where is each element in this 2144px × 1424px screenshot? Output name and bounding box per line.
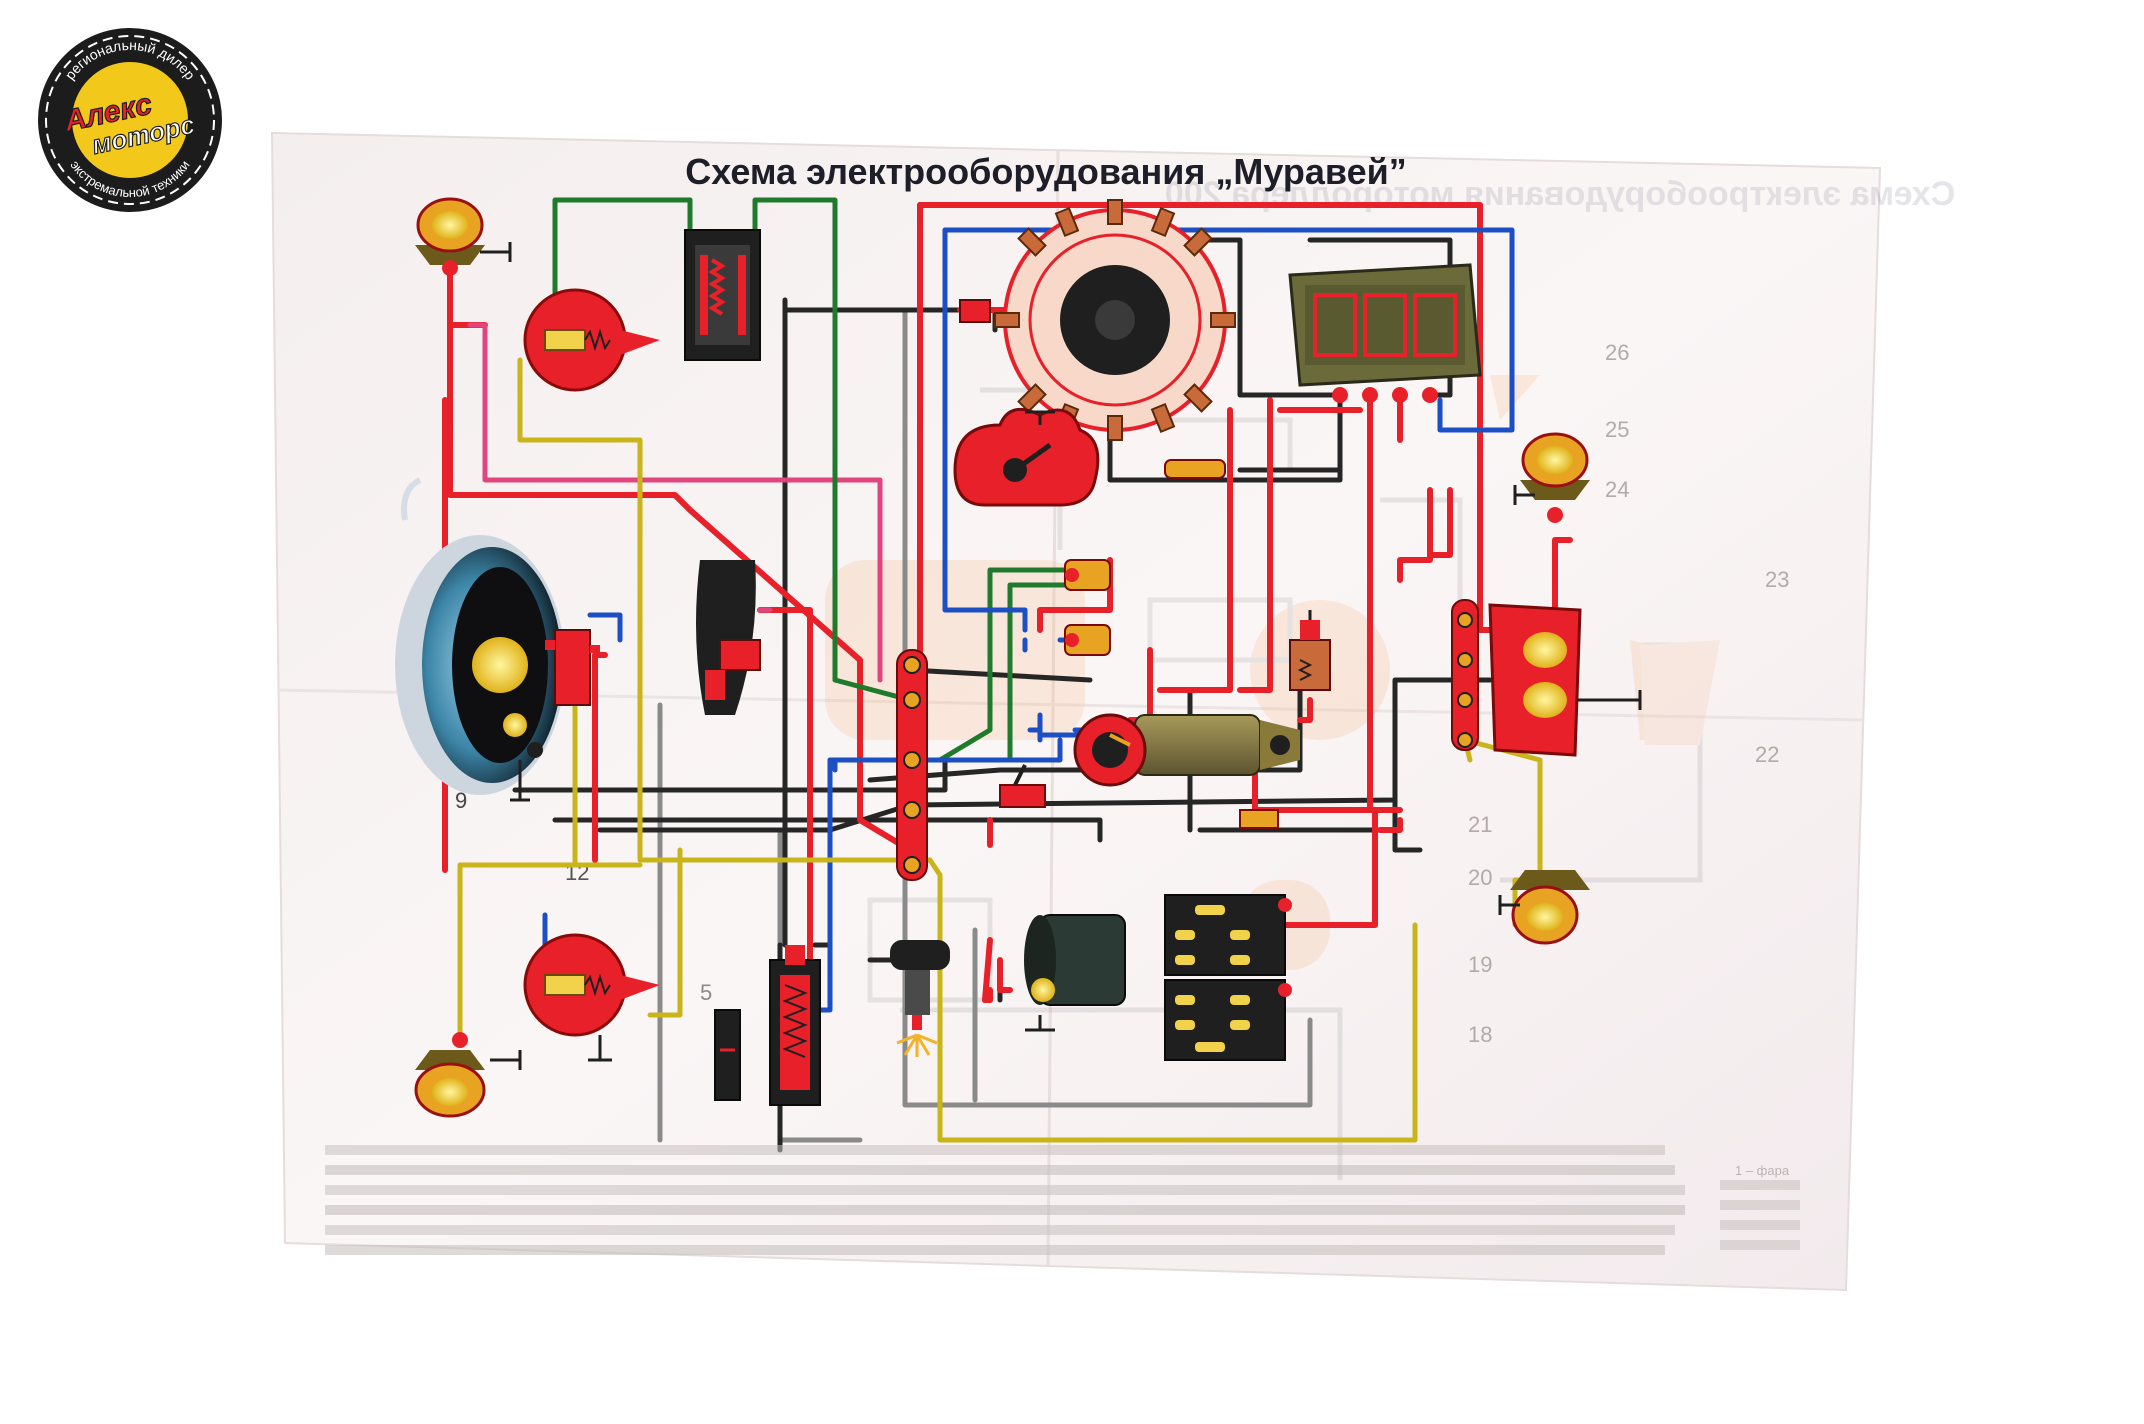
spark-plug-icon	[890, 940, 950, 1057]
callout-18: 18	[1468, 1022, 1492, 1047]
ignition-switch	[1073, 713, 1300, 787]
brake-switch	[1289, 610, 1331, 691]
callout-20: 20	[1468, 865, 1492, 890]
headlight	[395, 477, 600, 802]
horn-bottom	[523, 933, 660, 1062]
callout-22: 22	[1755, 742, 1779, 767]
turn-signal-top-right	[1513, 432, 1590, 523]
terminal-strip-center	[896, 649, 928, 881]
callout-23: 23	[1765, 567, 1789, 592]
fuse-center	[1164, 459, 1226, 479]
callout-19: 19	[1468, 952, 1492, 977]
legend-caption: 1 – фара	[1735, 1163, 1790, 1178]
speedometer	[696, 560, 761, 715]
callout-5: 5	[700, 980, 712, 1005]
turn-signal-bottom-right	[1498, 870, 1590, 945]
light-switch	[953, 407, 1100, 507]
callout-9: 9	[455, 788, 467, 813]
fuse-block	[1164, 894, 1292, 1061]
turn-signal-bottom-left	[414, 1032, 522, 1118]
starter-motor	[1024, 914, 1126, 1032]
horn-top	[523, 288, 660, 392]
turn-signal-top-left	[415, 197, 512, 276]
generator-stator	[994, 199, 1236, 441]
connector-17	[1064, 559, 1111, 656]
key-icon	[1270, 735, 1290, 755]
diagram-title: Схема электрооборудования „Муравей”	[685, 151, 1407, 192]
fuse-ignition	[1239, 809, 1279, 829]
terminal-strip-right	[1451, 599, 1479, 751]
dealer-logo: региональный дилер экстремальной техники…	[38, 28, 222, 212]
condenser	[714, 1009, 741, 1101]
relay-top	[684, 229, 761, 361]
callout-26: 26	[1605, 340, 1629, 365]
fuse-stator	[959, 299, 991, 323]
callout-25: 25	[1605, 417, 1629, 442]
callout-numbers: 26 25 24 23 22 21 20 19 18 9 12 5 6	[455, 233, 1789, 1047]
toggle-switch	[999, 764, 1046, 808]
relay-regulator	[1288, 263, 1482, 403]
ignition-coil	[769, 945, 821, 1106]
headlight-bulb-icon	[472, 637, 528, 693]
legend-block: 1 – фара	[325, 1145, 1800, 1255]
callout-21: 21	[1468, 812, 1492, 837]
tail-light	[1488, 603, 1642, 757]
callout-24: 24	[1605, 477, 1629, 502]
